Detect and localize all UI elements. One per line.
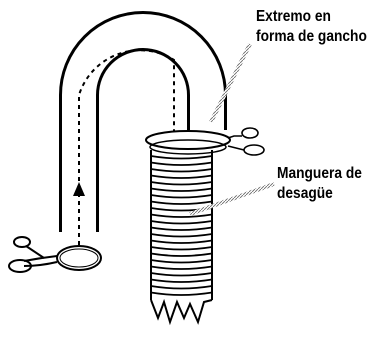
hose-rib [150,285,213,290]
bottom-ring [56,245,102,271]
hose-rib [150,168,213,173]
hose-rib [150,291,213,296]
hose-rib [150,181,213,186]
hose-rib [150,187,213,192]
hose-rib [150,161,213,166]
hose-rib [150,246,213,251]
hook-end-label-line2: forma de gancho [256,28,367,45]
hose-rib [150,252,213,257]
hose-rib [150,174,213,179]
hose-rib [150,265,213,270]
hose-rib [150,233,213,238]
drain-hose-label-line1: Manguera de [277,165,362,182]
hose-rib [150,200,213,205]
hose-rib [150,220,213,225]
hose-leader-line [189,182,275,216]
hose-rib [150,259,213,264]
bottom-clamp-icon [8,236,58,273]
collar-clamp-icon [227,127,265,156]
up-arrow-icon [73,182,85,196]
drain-hose-label-line2: desagüe [277,185,333,202]
drain-hose [149,140,214,326]
hook-end-label: Extremo en forma de gancho [256,7,367,47]
hose-rib [150,155,213,160]
hose-rib [150,272,213,277]
hook-leader-line [209,43,252,123]
hose-rib [150,226,213,231]
drain-hose-label: Manguera de desagüe [277,164,362,204]
hose-rib [150,194,213,199]
hook-pipe [59,11,227,232]
hook-end-label-line1: Extremo en [256,8,331,25]
hose-rib [150,213,213,218]
hose-collar [145,130,231,155]
hose-rib [150,239,213,244]
hose-rib [150,278,213,283]
